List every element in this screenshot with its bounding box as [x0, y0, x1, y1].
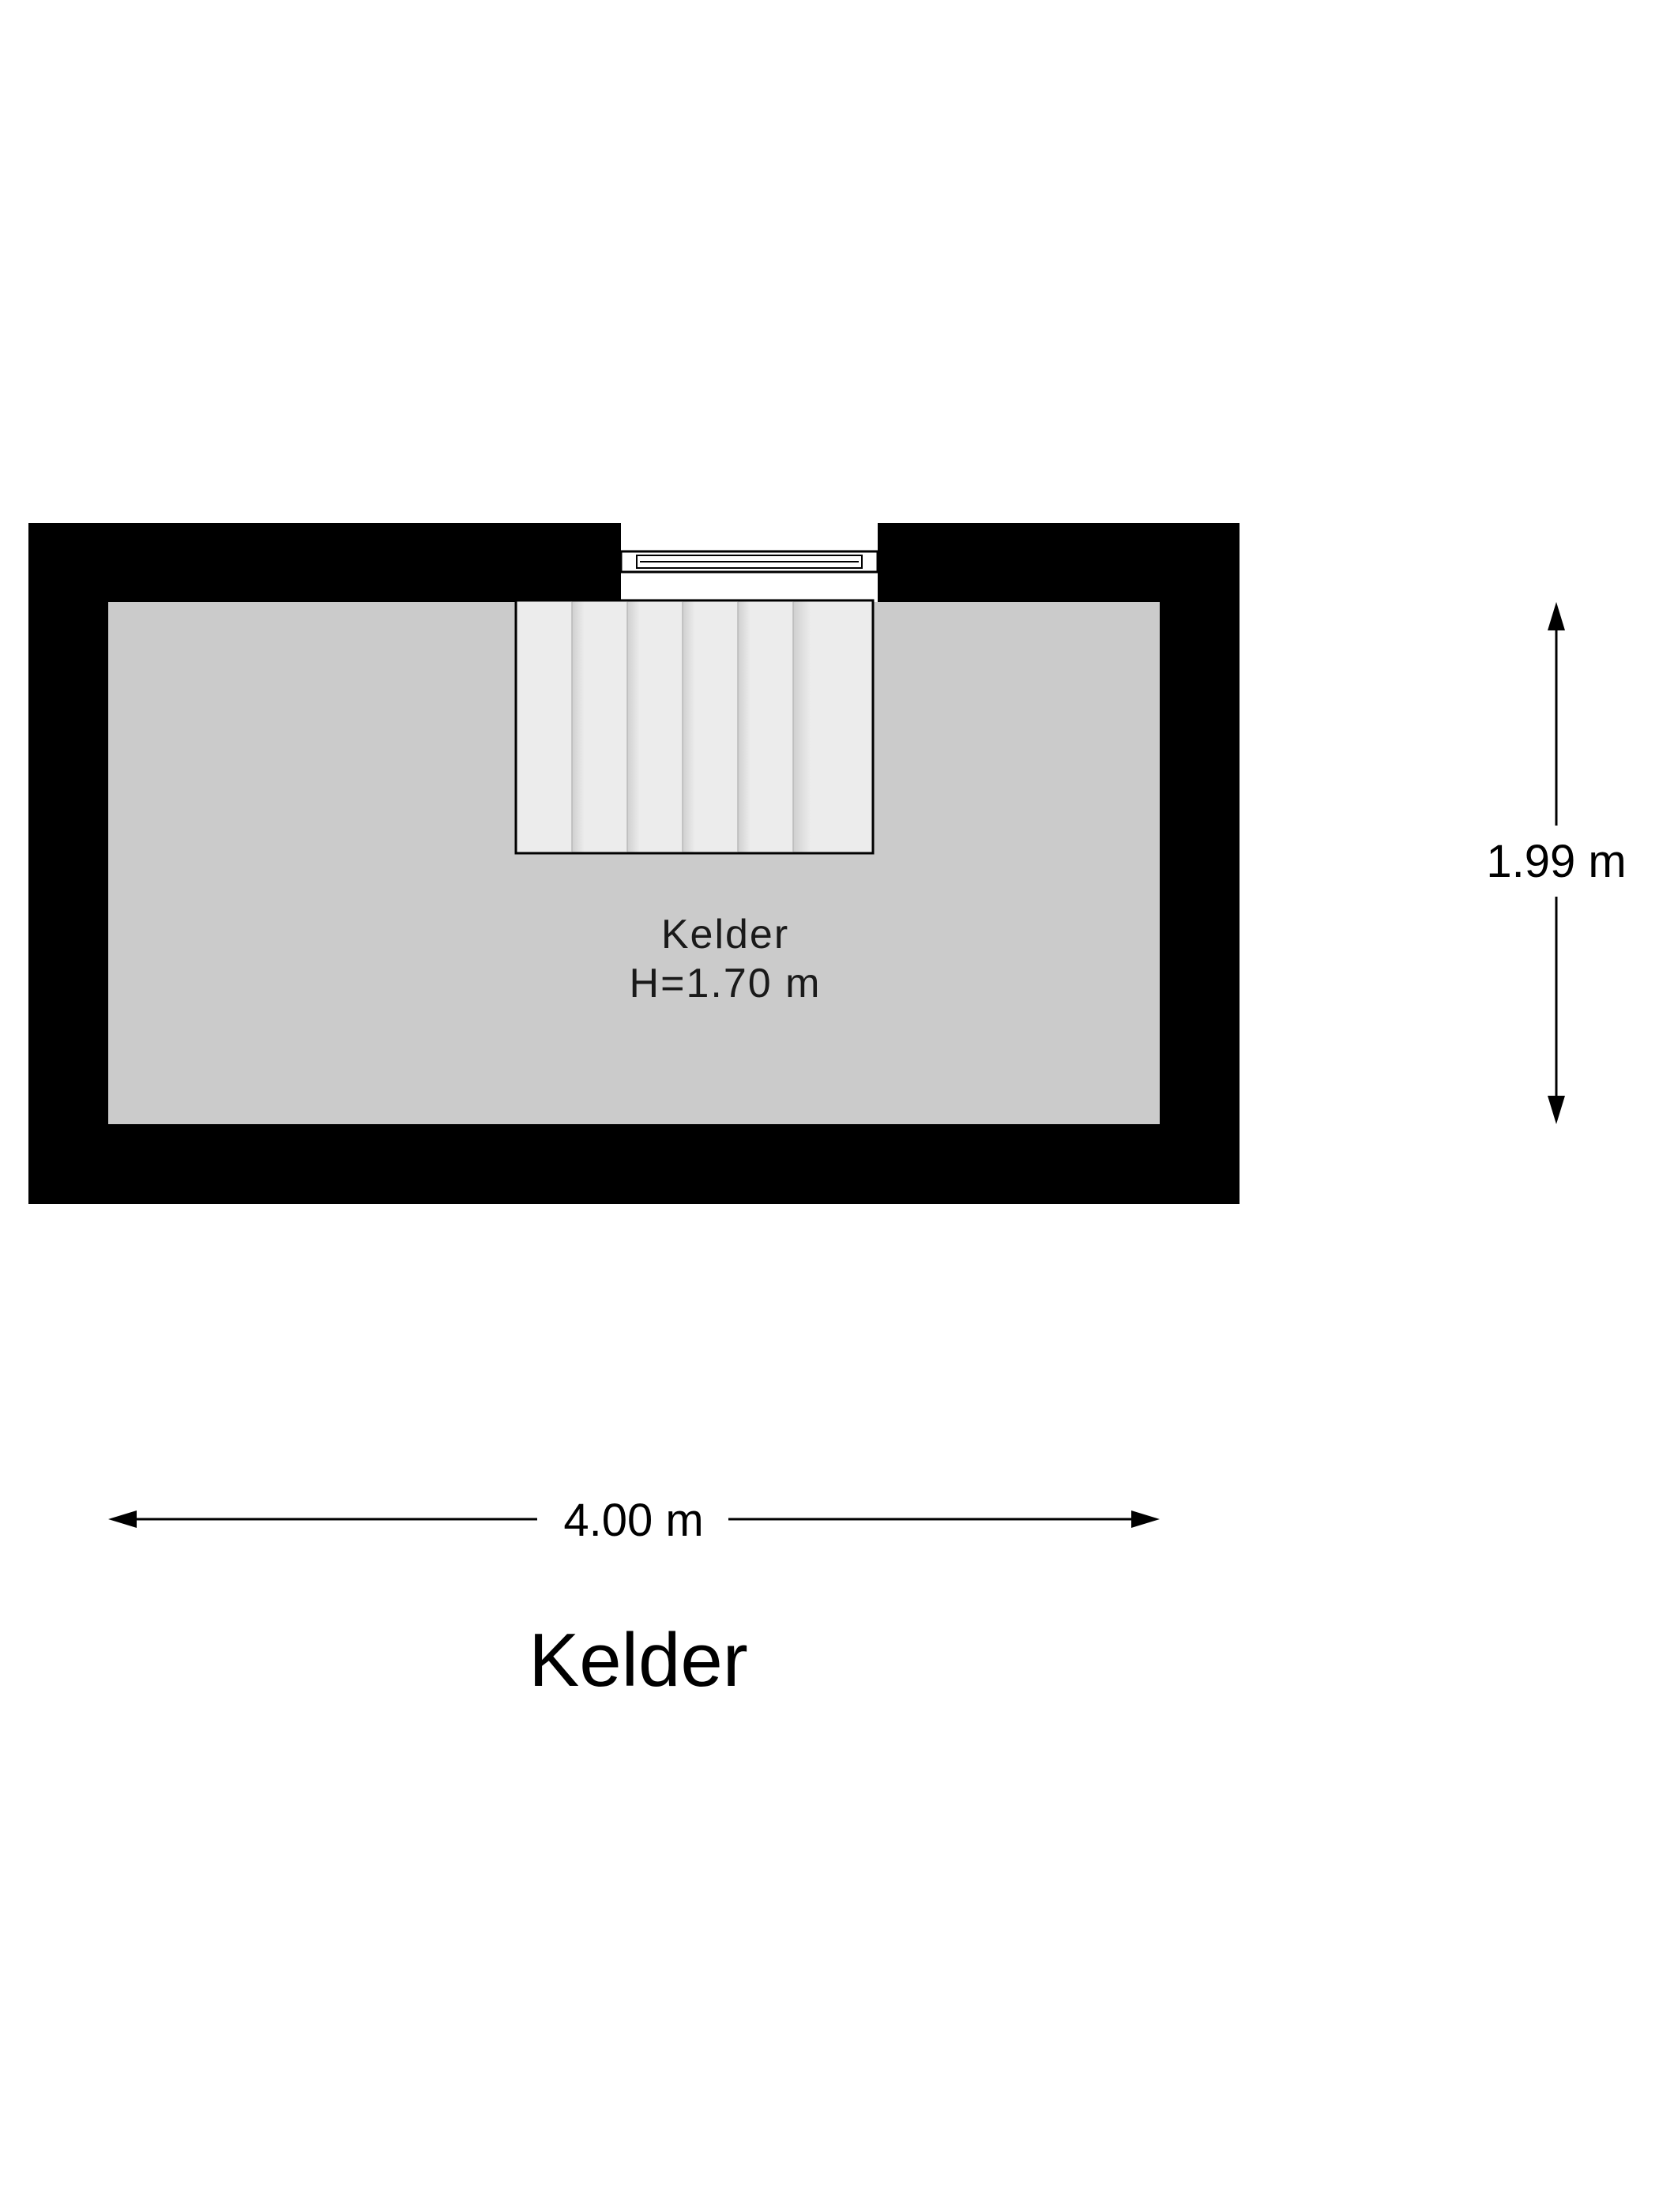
stair-step-4 — [683, 601, 738, 852]
stair-step-5 — [738, 601, 793, 852]
width-label: 4.00 m — [563, 1495, 703, 1546]
stair-step-6 — [793, 601, 872, 852]
walls — [28, 523, 1240, 1204]
wall-right — [1160, 523, 1240, 1204]
floor-title: Kelder — [529, 1618, 748, 1702]
wall-bottom — [28, 1124, 1240, 1204]
arrow-left-icon — [108, 1510, 137, 1528]
window — [619, 550, 879, 574]
width-dimension: 4.00 m — [108, 1495, 1160, 1546]
arrow-up-icon — [1548, 602, 1565, 630]
stair-step-1 — [517, 601, 572, 852]
arrow-down-icon — [1548, 1096, 1565, 1124]
stair-step-2 — [572, 601, 627, 852]
depth-label: 1.99 m — [1486, 836, 1626, 887]
depth-dimension: 1.99 m — [1486, 602, 1627, 1124]
room-name: Kelder — [661, 912, 789, 957]
wall-left-top — [28, 523, 621, 602]
stair-step-3 — [627, 601, 683, 852]
room-height: H=1.70 m — [630, 961, 822, 1006]
stairs — [514, 599, 875, 855]
arrow-right-icon — [1131, 1510, 1160, 1528]
wall-left — [28, 523, 108, 1204]
